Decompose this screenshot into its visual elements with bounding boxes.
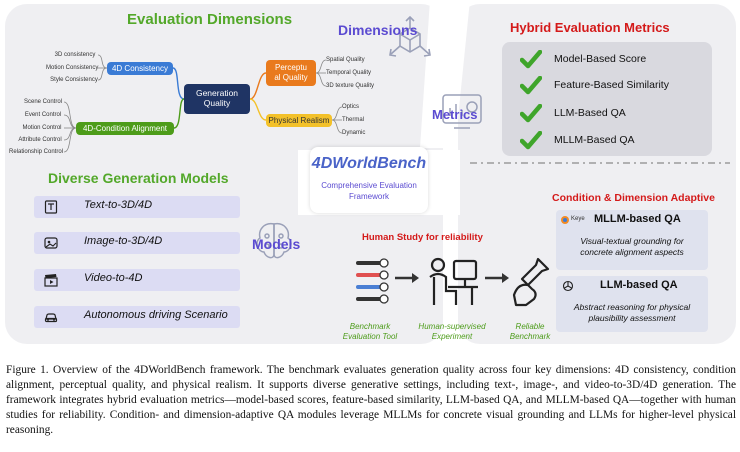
- node-generation-quality: Generation Quality: [184, 84, 250, 114]
- mllm-qa-box: Keye MLLM-based QA Visual-textual ground…: [556, 210, 708, 270]
- leaf-attribute-control: Attribute Control: [18, 137, 62, 143]
- model-image-to-3d4d: Image-to-3D/4D: [34, 232, 240, 254]
- cube-arrows-icon: [389, 16, 431, 57]
- openai-logo-icon: [562, 280, 574, 292]
- models-title: Diverse Generation Models: [48, 170, 229, 186]
- model-autonomous-driving: Autonomous driving Scenario: [34, 306, 240, 328]
- llm-qa-desc-line2: plausibility assessment: [588, 313, 676, 323]
- brand-card: 4DWorldBench Comprehensive Evaluation Fr…: [310, 147, 428, 213]
- metric-label: Feature-Based Similarity: [554, 79, 669, 91]
- person-computer-icon: [429, 257, 478, 305]
- leaf-3d-consistency: 3D consistency: [54, 52, 96, 58]
- wrench-tools-icon: [356, 258, 389, 304]
- image-icon: [44, 237, 58, 249]
- human-label-experiment-line1: Human-supervised: [418, 322, 486, 331]
- brain-circuit-icon: [256, 222, 292, 259]
- node-generation-line1: Generation: [195, 88, 239, 98]
- figure-caption: Figure 1. Overview of the 4DWorldBench f…: [6, 364, 736, 436]
- human-label-tool-line2: Evaluation Tool: [342, 332, 398, 341]
- dimensions-label: Dimensions: [338, 22, 418, 38]
- models-label: Models: [252, 236, 301, 252]
- node-4d-condition-alignment: 4D-Condition Alignment: [76, 122, 174, 135]
- mllm-qa-desc-line1: Visual-textual grounding for: [580, 236, 684, 246]
- model-label: Autonomous driving Scenario: [84, 309, 228, 321]
- leaf-scene-control: Scene Control: [23, 99, 63, 105]
- leaf-event-control: Event Control: [24, 112, 62, 118]
- check-icon: [520, 131, 542, 150]
- human-label-reliable-line1: Reliable: [515, 322, 545, 331]
- check-icon: [520, 104, 542, 123]
- check-icon: [520, 76, 542, 95]
- metric-label: MLLM-Based QA: [554, 134, 635, 146]
- leaf-style-consistency: Style Consistency: [50, 77, 98, 83]
- keye-logo-icon: [561, 216, 569, 224]
- leaf-temporal-quality: Temporal Quality: [326, 70, 372, 76]
- car-icon: [44, 313, 58, 323]
- metric-label: LLM-Based QA: [554, 107, 626, 119]
- model-video-to-4d: Video-to-4D: [34, 269, 240, 291]
- node-perceptual-line2: al Quality: [274, 73, 308, 82]
- eval-dimensions-title: Evaluation Dimensions: [127, 11, 293, 28]
- leaf-dynamic: Dynamic: [342, 130, 366, 136]
- llm-qa-box: LLM-based QA Abstract reasoning for phys…: [556, 276, 708, 332]
- metrics-label: Metrics: [432, 107, 478, 122]
- metrics-title: Hybrid Evaluation Metrics: [510, 20, 670, 35]
- human-label-tool-line1: Benchmark: [349, 322, 391, 331]
- node-physical-realism: Physical Realism: [266, 114, 332, 127]
- chart-monitor-icon: [442, 94, 482, 129]
- node-generation-line2: Quality: [203, 98, 231, 108]
- leaf-3d-texture-quality: 3D texture Quality: [326, 83, 375, 89]
- leaf-motion-consistency: Motion Consistency: [46, 65, 99, 71]
- brand-subtitle-line2: Framework: [348, 192, 389, 201]
- leaf-motion-control: Motion Control: [22, 125, 62, 131]
- llm-qa-title: LLM-based QA: [600, 279, 678, 291]
- human-study-title: Human Study for reliability: [362, 232, 483, 243]
- leaf-thermal: Thermal: [342, 117, 365, 123]
- human-label-reliable-line2: Benchmark: [509, 332, 551, 341]
- llm-qa-desc-line1: Abstract reasoning for physical: [573, 302, 691, 312]
- hand-wrench-icon: [512, 257, 550, 307]
- leaf-optics: Optics: [342, 104, 360, 110]
- mllm-qa-desc-line2: concrete alignment aspects: [580, 247, 684, 257]
- clapperboard-icon: [44, 274, 58, 287]
- node-4d-consistency: 4D Consistency: [107, 62, 173, 75]
- mllm-qa-title: MLLM-based QA: [594, 213, 681, 225]
- model-label: Text-to-3D/4D: [84, 199, 153, 211]
- node-perceptual-line1: Perceptu: [274, 63, 308, 72]
- leaf-spatial-quality: Spatial Quality: [326, 57, 365, 63]
- text-doc-icon: [44, 200, 58, 214]
- adaptive-title: Condition & Dimension Adaptive: [552, 192, 715, 204]
- model-label: Image-to-3D/4D: [84, 235, 163, 247]
- metric-label: Model-Based Score: [554, 53, 647, 65]
- check-icon: [520, 50, 542, 69]
- brand-subtitle-line1: Comprehensive Evaluation: [321, 181, 417, 190]
- brand-name: 4DWorldBench: [311, 155, 427, 172]
- human-label-experiment-line2: Experiment: [431, 332, 473, 341]
- model-text-to-3d4d: Text-to-3D/4D: [34, 196, 240, 218]
- arrow-right-icon: [395, 273, 419, 283]
- keye-logo-text: Keye: [571, 216, 585, 222]
- model-label: Video-to-4D: [84, 272, 143, 284]
- node-perceptual-quality: Perceptu al Quality: [266, 60, 316, 86]
- dashed-separator: [470, 162, 730, 164]
- mindmap-connectors: [63, 54, 343, 153]
- arrow-right-icon: [485, 273, 509, 283]
- leaf-relationship-control: Relationship Control: [8, 149, 64, 155]
